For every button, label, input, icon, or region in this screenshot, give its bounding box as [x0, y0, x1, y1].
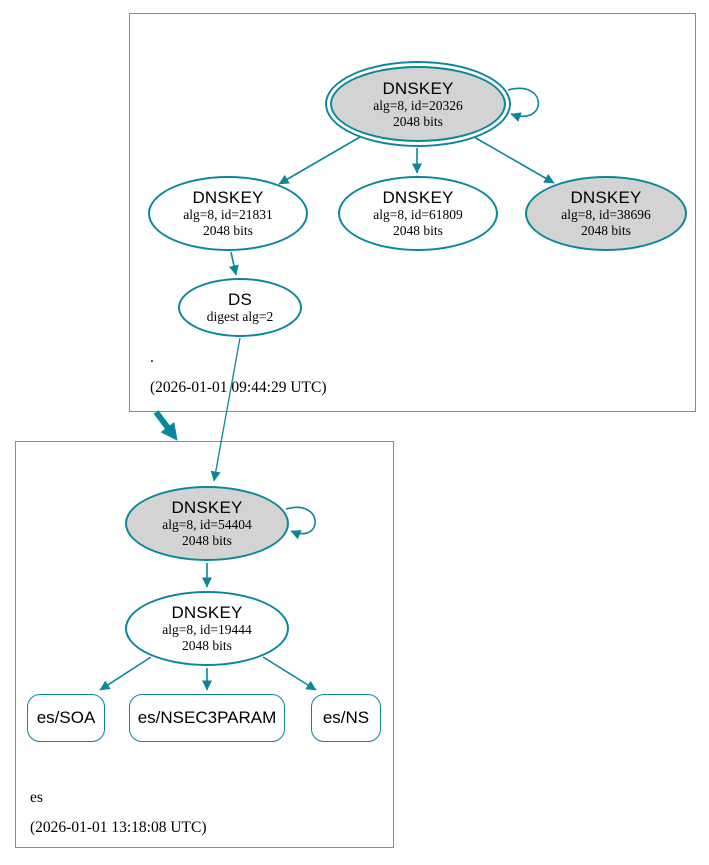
edge-root-ksk-to-zsk-21831 [278, 136, 361, 185]
edge-root-zone-to-es-zone [153, 410, 178, 441]
node-title: DNSKEY [171, 498, 243, 517]
dnskey-node-21831[interactable]: DNSKEY alg=8, id=21831 2048 bits [148, 176, 308, 251]
rrset-node-es-nsec3param[interactable]: es/NSEC3PARAM [129, 694, 285, 742]
edge-root-ksk-to-key-38696 [473, 136, 555, 184]
node-detail: alg=8, id=19444 [162, 622, 252, 637]
rrset-label: es/SOA [36, 708, 96, 727]
dnskey-node-38696[interactable]: DNSKEY alg=8, id=38696 2048 bits [525, 176, 687, 251]
zone-name-root: . [150, 349, 154, 366]
ds-node[interactable]: DS digest alg=2 [178, 278, 302, 337]
zone-timestamp-es: (2026-01-01 13:18:08 UTC) [30, 819, 207, 836]
node-detail: digest alg=2 [206, 309, 274, 324]
rrset-node-es-soa[interactable]: es/SOA [27, 694, 105, 742]
dnskey-node-54404[interactable]: DNSKEY alg=8, id=54404 2048 bits [125, 486, 289, 561]
node-detail: 2048 bits [182, 638, 232, 653]
zone-timestamp-root: (2026-01-01 09:44:29 UTC) [150, 379, 327, 396]
dnskey-node-19444[interactable]: DNSKEY alg=8, id=19444 2048 bits [125, 591, 289, 666]
node-title: DNSKEY [570, 188, 642, 207]
node-title: DNSKEY [382, 78, 454, 98]
node-detail: 2048 bits [203, 223, 253, 238]
edge-ds-to-es-ksk [210, 337, 241, 482]
node-title: DNSKEY [192, 188, 264, 207]
node-title: DNSKEY [382, 188, 454, 207]
rrset-node-es-ns[interactable]: es/NS [311, 694, 381, 742]
edge-es-zsk-to-soa [99, 656, 152, 691]
node-title: DNSKEY [171, 603, 243, 622]
node-detail: alg=8, id=20326 [373, 97, 463, 113]
node-detail: 2048 bits [182, 533, 232, 548]
dnskey-node-61809[interactable]: DNSKEY alg=8, id=61809 2048 bits [338, 176, 498, 251]
node-detail: alg=8, id=21831 [183, 207, 273, 222]
rrset-label: es/NSEC3PARAM [137, 708, 277, 727]
zone-name-es: es [30, 789, 43, 806]
node-detail: 2048 bits [393, 113, 443, 129]
edge-root-ksk-self-loop [507, 87, 540, 122]
rrset-label: es/NS [322, 708, 370, 727]
edge-zsk-21831-to-ds [229, 251, 239, 276]
dnskey-node-20326[interactable]: DNSKEY alg=8, id=20326 2048 bits [325, 61, 511, 147]
node-detail: 2048 bits [581, 223, 631, 238]
node-detail: alg=8, id=61809 [373, 207, 463, 222]
edge-es-ksk-self-loop [285, 506, 316, 540]
node-detail: alg=8, id=38696 [561, 207, 651, 222]
node-title: DS [227, 290, 253, 309]
node-detail: alg=8, id=54404 [162, 517, 252, 532]
edge-es-zsk-to-ns [262, 656, 317, 691]
node-detail: 2048 bits [393, 223, 443, 238]
